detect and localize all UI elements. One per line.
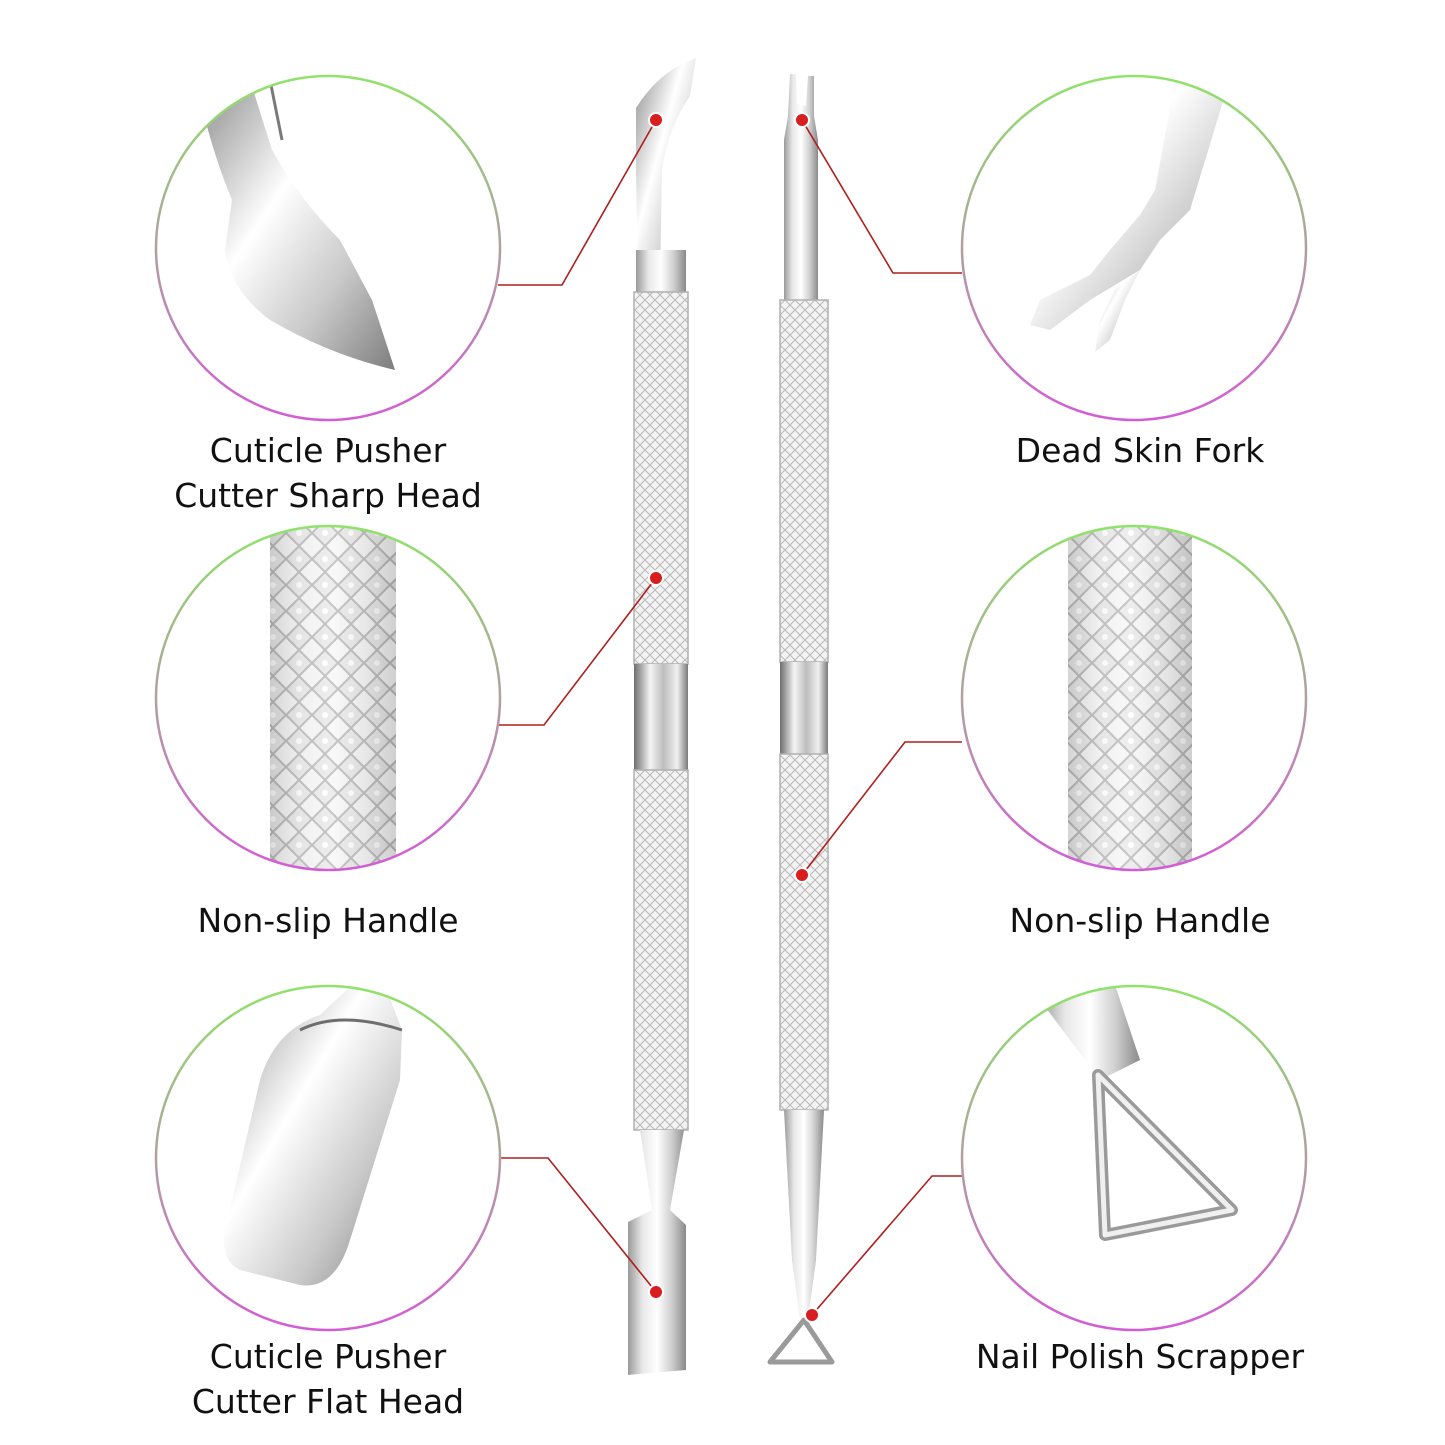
sharp-head-tip [636, 58, 696, 280]
label-line: Cuticle Pusher [209, 1337, 447, 1376]
scraper-neck [784, 1110, 824, 1320]
callout-dot-scraper [804, 1307, 820, 1323]
fork-tip [784, 74, 818, 300]
label-line: Nail Polish Scrapper [975, 1337, 1305, 1376]
closeup-scraper [960, 984, 1308, 1332]
callout-line-flat-head [498, 1157, 657, 1293]
label-line: Dead Skin Fork [1015, 431, 1265, 470]
callout-dot-sharp-head [648, 112, 664, 128]
label-line: Cutter Flat Head [191, 1382, 465, 1421]
callout-line-grip-left [498, 577, 657, 726]
callout-dots [648, 112, 820, 1323]
ring [960, 524, 1308, 872]
label-line: Cuticle Pusher [209, 431, 447, 470]
left-tool-grip-top [633, 291, 689, 665]
ring [154, 984, 502, 1332]
left-tool [628, 58, 696, 1375]
callout-line-sharp-head [498, 119, 657, 286]
callout-dot-grip-right [794, 867, 810, 883]
callout-line-fork [801, 119, 962, 274]
callout-dot-flat-head [648, 1284, 664, 1300]
label-sharp-head: Cuticle Pusher Cutter Sharp Head [108, 428, 548, 518]
label-fork: Dead Skin Fork [920, 428, 1360, 473]
closeup-sharp-head [154, 74, 502, 422]
callout-line-grip-right [801, 741, 962, 876]
closeup-flat-head [154, 984, 502, 1332]
callout-dot-grip-left [648, 570, 664, 586]
scraper-loop [767, 1317, 835, 1365]
label-line: Non-slip Handle [1009, 901, 1271, 940]
label-scraper: Nail Polish Scrapper [920, 1334, 1360, 1379]
right-tool [767, 74, 835, 1365]
closeup-fork [960, 74, 1308, 422]
left-tool-neck-top [636, 250, 686, 295]
ring [154, 74, 502, 422]
callout-line-scraper [811, 1175, 962, 1316]
callout-dot-fork [794, 112, 810, 128]
label-flat-head: Cuticle Pusher Cutter Flat Head [108, 1334, 548, 1424]
left-tool-center-band [634, 664, 688, 770]
closeup-grip-left [154, 524, 502, 872]
flat-head-neck [628, 1130, 686, 1375]
closeup-grip-right [960, 524, 1308, 872]
callout-lines [498, 119, 962, 1316]
ring [960, 74, 1308, 422]
label-line: Non-slip Handle [197, 901, 459, 940]
label-line: Cutter Sharp Head [174, 476, 482, 515]
label-grip-right: Non-slip Handle [920, 898, 1360, 943]
ring [154, 524, 502, 872]
ring [960, 984, 1308, 1332]
left-tool-grip-bottom [633, 769, 689, 1131]
right-tool-grip-top [779, 299, 829, 663]
label-grip-left: Non-slip Handle [108, 898, 548, 943]
right-tool-grip-bottom [779, 753, 829, 1111]
right-tool-center-band [780, 662, 828, 754]
